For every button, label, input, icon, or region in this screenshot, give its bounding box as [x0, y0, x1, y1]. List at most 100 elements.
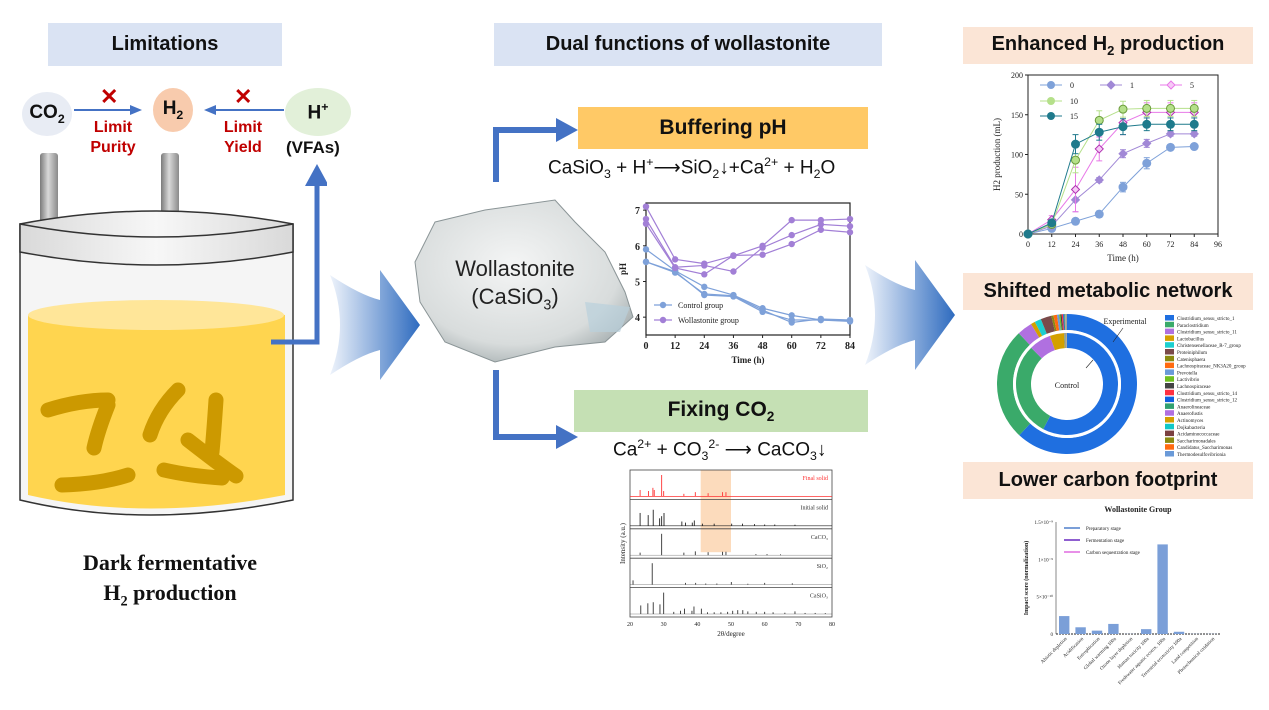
xrd-x-tick-label: 50: [728, 622, 734, 628]
donut-legend-label: Clostridium_sensu_stricto_1: [1177, 317, 1235, 322]
lca-legend-label: Carbon sequestration stage: [1086, 551, 1141, 556]
h2-label: H2: [162, 98, 184, 122]
h2-data-point: [1189, 103, 1199, 113]
xrd-x-tick-label: 60: [762, 622, 768, 628]
lca-chart-title: Wollastonite Group: [1104, 505, 1172, 514]
donut-legend-swatch: [1165, 342, 1174, 348]
ph-data-point: [759, 251, 766, 258]
donut-outer-segment: [1056, 314, 1061, 331]
donut-outer-segment: [1051, 315, 1057, 332]
donut-inner-segment: [1064, 333, 1066, 349]
ph-data-point: [730, 252, 737, 259]
xrd-x-tick-label: 80: [829, 622, 835, 628]
donut-legend-swatch: [1165, 403, 1174, 409]
donut-legend-swatch: [1165, 335, 1174, 341]
donut-legend-swatch: [1165, 437, 1174, 443]
dual-functions-title: Dual functions of wollastonite: [545, 33, 831, 55]
ph-x-tick-label: 24: [699, 341, 709, 352]
donut-legend-swatch: [1165, 315, 1174, 321]
ph-data-point: [642, 220, 650, 227]
donut-legend-swatch: [1165, 355, 1174, 362]
donut-legend-label: Thermodesulfovibrionia: [1177, 453, 1226, 458]
donut-legend-label: Actinomyces: [1177, 419, 1203, 424]
lca-legend-label: Fermentation stage: [1086, 539, 1125, 544]
ph-data-point: [817, 226, 825, 233]
lca-x-tick-label: Abiotic depletion: [1040, 637, 1069, 666]
ph-legend-label: Wollastonite group: [678, 316, 739, 325]
donut-outer-segment: [1019, 314, 1137, 454]
donut-inner-segment: [1064, 333, 1066, 349]
donut-legend-label: Lactivibrio: [1177, 378, 1200, 383]
donut-outer-segment: [1031, 321, 1043, 338]
h2-legend-marker: [1047, 81, 1055, 89]
h2-y-tick-label: 150: [1011, 111, 1023, 120]
ph-data-point: [759, 308, 766, 316]
metabolic-header: Shifted metabolic network: [963, 273, 1253, 310]
donut-legend-swatch: [1165, 389, 1174, 396]
lca-y-tick-label: 1.5×10⁻⁹: [1035, 520, 1054, 526]
lca-bar-chart: Wollastonite Group05×10⁻¹⁰1×10⁻⁹1.5×10⁻⁹…: [1023, 505, 1220, 686]
donut-legend-label: Clostridium_sensu_stricto_12: [1177, 399, 1238, 404]
ph-series-line: [645, 218, 851, 273]
ph-legend-label: Control group: [678, 301, 723, 310]
donut-separator: [1013, 330, 1121, 438]
lca-bar: [1059, 616, 1070, 634]
ph-series-line: [645, 206, 851, 265]
carbon-footprint-title: Lower carbon footprint: [998, 469, 1218, 491]
h2-x-tick-label: 24: [1072, 240, 1080, 249]
donut-legend-label: Lachnospiraceae: [1177, 385, 1211, 390]
fermentation-reactor: [19, 210, 294, 516]
ph-data-point: [788, 316, 795, 324]
branch-arrows: [493, 118, 578, 449]
ph-data-point: [701, 283, 708, 291]
xrd-x-axis-label: 2θ/degree: [717, 630, 744, 638]
xrd-series-label: CaSiO₃: [810, 594, 828, 600]
h2-data-point: [1094, 127, 1104, 137]
ph-data-point: [788, 312, 795, 319]
donut-legend-label: Lactobacillus: [1177, 337, 1204, 342]
donut-inner-pointer: [1085, 359, 1094, 369]
carbon-footprint-header: Lower carbon footprint: [963, 462, 1253, 499]
donut-legend-label: Proteiniphilum: [1177, 351, 1207, 356]
donut-legend-label: Acidaminococcaceae: [1177, 433, 1220, 438]
h2-legend-label: 15: [1070, 112, 1078, 121]
h2-x-tick-label: 96: [1214, 240, 1222, 249]
donut-outer-segment: [1040, 315, 1055, 334]
xrd-series-label: CaCO₃: [811, 535, 828, 541]
hplus-bubble: H+: [285, 88, 351, 136]
donut-legend-swatch: [1165, 349, 1174, 355]
h2-x-tick-label: 12: [1048, 240, 1056, 249]
ph-data-point: [846, 222, 854, 230]
h2-y-tick-label: 50: [1015, 190, 1023, 199]
lca-bar: [1075, 627, 1086, 634]
ph-data-point: [846, 229, 854, 236]
lca-bar: [1141, 629, 1152, 634]
ph-data-point: [701, 262, 708, 269]
h2-data-point: [1094, 115, 1104, 125]
h2-data-point: [1071, 155, 1080, 165]
ph-data-point: [701, 291, 708, 299]
co2-label: CO2: [29, 102, 65, 126]
ph-data-point: [730, 268, 737, 275]
h2-data-point: [1023, 229, 1033, 239]
ph-x-tick-label: 72: [816, 341, 826, 352]
donut-legend-label: Anaerofustis: [1177, 412, 1203, 417]
flow-arrow-right: [865, 260, 955, 370]
h2-data-point: [1071, 139, 1080, 149]
donut-legend-label: Anaerolineaceae: [1177, 405, 1211, 410]
h2-data-point: [1189, 129, 1199, 139]
h2-legend-label: 10: [1070, 97, 1078, 106]
donut-legend-swatch: [1165, 430, 1174, 437]
donut-inner-segment: [1031, 335, 1055, 359]
h2-data-point: [1142, 103, 1152, 113]
h2-data-point: [1070, 184, 1081, 195]
flow-arrow-left: [330, 270, 420, 380]
donut-outer-segment: [1063, 314, 1066, 331]
ph-y-tick-label: 4: [635, 313, 640, 324]
donut-inner-segment: [1043, 333, 1118, 435]
h2-data-point: [1189, 142, 1199, 152]
donut-inner-segment: [1065, 333, 1066, 349]
donut-legend-label: Prevotella: [1177, 371, 1198, 376]
donut-outer-segment: [1059, 314, 1062, 331]
